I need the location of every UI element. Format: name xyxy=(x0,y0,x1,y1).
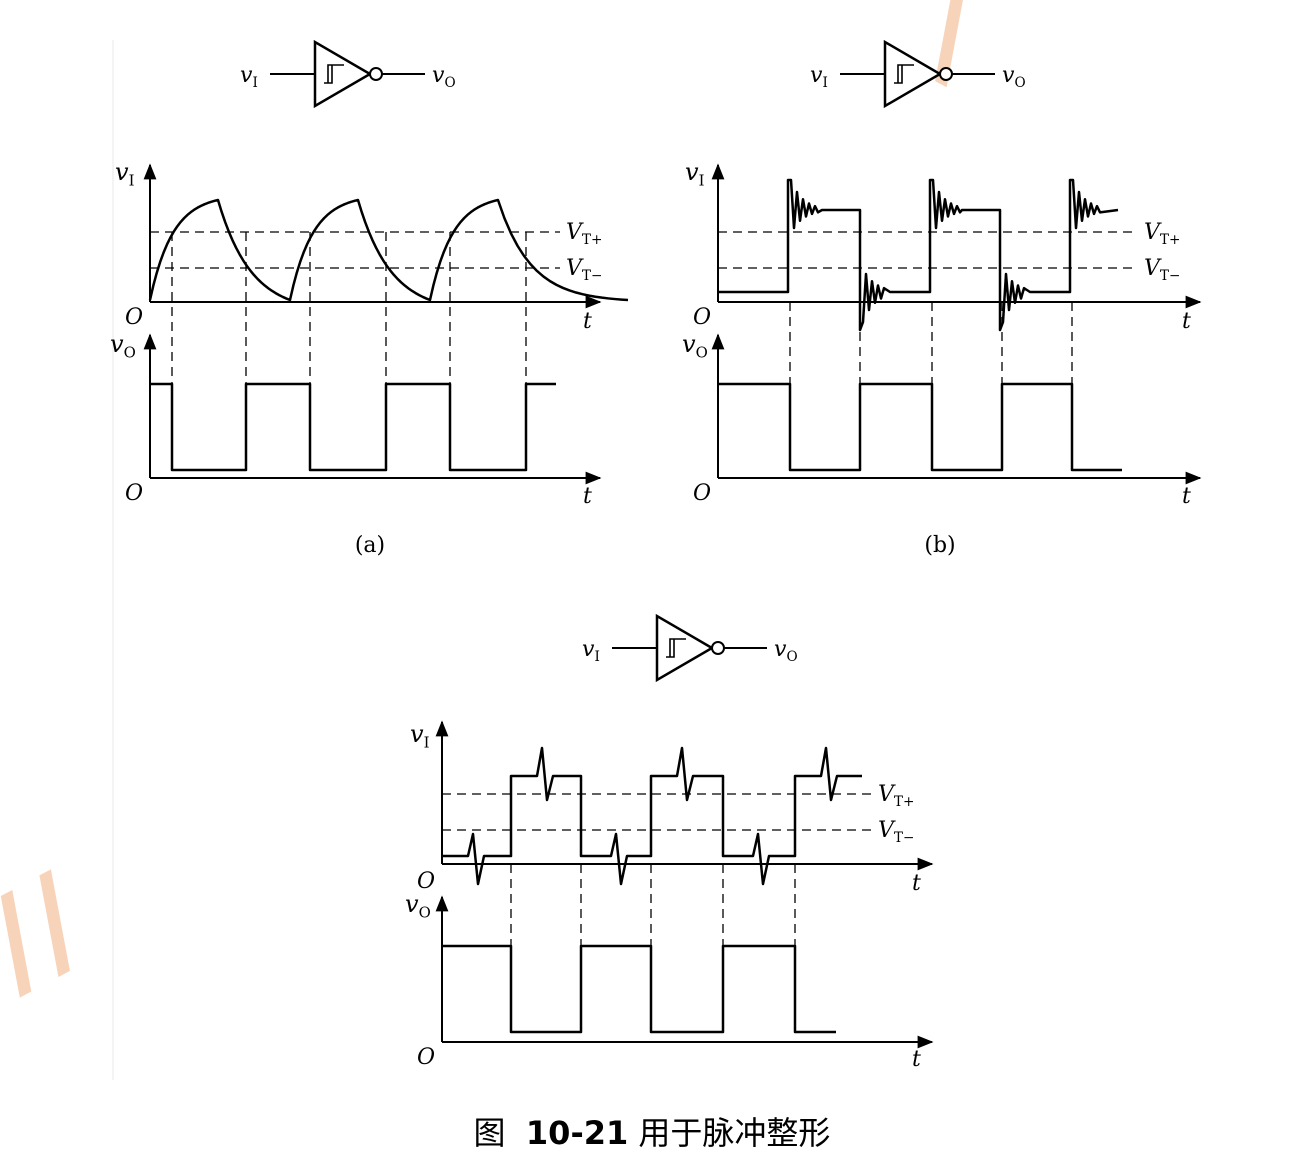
gate-triangle xyxy=(883,39,943,109)
caption-prefix: 图 xyxy=(473,1114,506,1152)
axis-c-output-label: vO xyxy=(405,890,431,921)
caption-number: 10-21 xyxy=(525,1114,629,1152)
origin-b-output: O xyxy=(693,481,711,506)
gate-a xyxy=(270,39,425,109)
gate-c xyxy=(612,613,767,683)
diagram-b-label: (b) xyxy=(924,533,955,558)
output-waveform-c xyxy=(442,944,836,1034)
caption-text: 用于脉冲整形 xyxy=(638,1114,831,1152)
gate-bubble xyxy=(711,641,725,655)
threshold-lower-label: VT− xyxy=(1144,256,1180,284)
origin-c-output: O xyxy=(417,1045,435,1070)
gate-b xyxy=(840,39,995,109)
hysteresis-symbol xyxy=(894,64,914,84)
origin-c-input: O xyxy=(417,869,435,894)
gate-input-label: vI xyxy=(240,63,258,91)
figure-caption: 图 10-21 用于脉冲整形 xyxy=(0,1108,1304,1154)
output-waveform-a xyxy=(150,382,556,472)
threshold-upper-label: VT+ xyxy=(1144,220,1180,248)
axis-c-input-label: vI xyxy=(410,720,430,751)
axis-b-input-label: vI xyxy=(685,158,705,189)
gate-output-label: vO xyxy=(774,637,798,665)
threshold-lower-label: VT− xyxy=(878,818,914,846)
input-waveform-a xyxy=(148,198,629,302)
t-b-input: t xyxy=(1182,309,1191,334)
gate-output-label: vO xyxy=(1002,63,1026,91)
input-waveform-c xyxy=(442,746,862,886)
axis-a-input-label: vI xyxy=(115,158,135,189)
gate-input-label: vI xyxy=(582,637,600,665)
origin-a-output: O xyxy=(125,481,143,506)
origin-b-input: O xyxy=(693,305,711,330)
hysteresis-symbol xyxy=(666,638,686,658)
t-a-input: t xyxy=(583,309,592,334)
threshold-upper-label: VT+ xyxy=(878,782,914,810)
diagram-a-label: (a) xyxy=(355,533,385,558)
gate-bubble xyxy=(369,67,383,81)
axis-a-output-label: vO xyxy=(110,330,136,361)
axis-b-output-label: vO xyxy=(682,330,708,361)
input-waveform-b xyxy=(718,178,1119,332)
t-c-input: t xyxy=(912,871,921,896)
gate-triangle xyxy=(655,613,715,683)
origin-a-input: O xyxy=(125,305,143,330)
output-waveform-b xyxy=(718,382,1122,472)
threshold-upper-label: VT+ xyxy=(566,220,602,248)
t-b-output: t xyxy=(1182,484,1191,509)
gate-output-label: vO xyxy=(432,63,456,91)
t-c-output: t xyxy=(912,1047,921,1072)
hysteresis-symbol xyxy=(324,64,344,84)
gate-triangle xyxy=(313,39,373,109)
threshold-lower-label: VT− xyxy=(566,256,602,284)
gate-bubble xyxy=(939,67,953,81)
t-a-output: t xyxy=(583,484,592,509)
gate-input-label: vI xyxy=(810,63,828,91)
